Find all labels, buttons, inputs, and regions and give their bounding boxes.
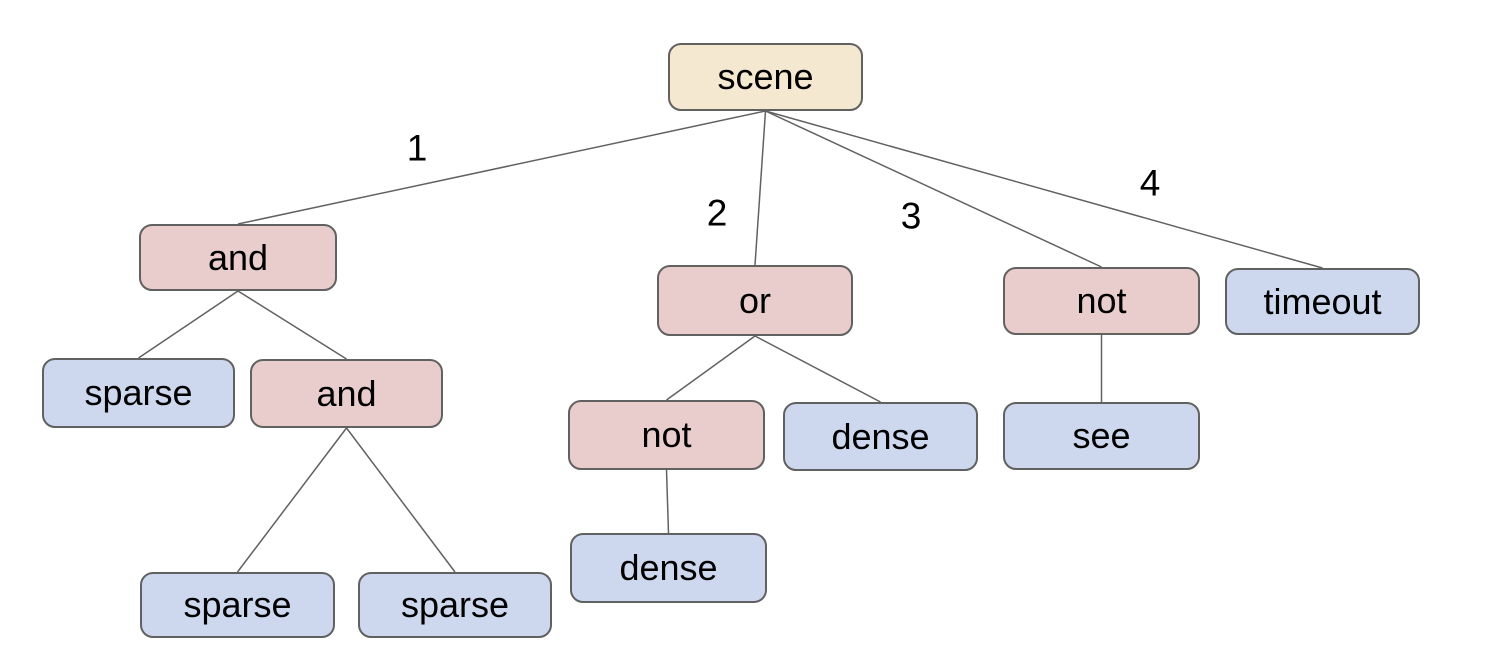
node-scene: scene [668,43,863,111]
node-sparse-3: sparse [358,572,552,638]
node-label: timeout [1263,280,1382,322]
node-label: and [207,236,269,278]
edge-scene-to-or-1 [754,110,767,266]
edge-or-1-to-not-2 [666,335,756,401]
node-label: sparse [400,584,510,625]
edge-or-1-to-dense-1 [754,335,881,403]
node-label: not [641,414,692,455]
node-label: scene [717,56,814,97]
node-label: see [1072,415,1131,456]
node-dense-2: dense [570,533,767,603]
edge-scene-to-timeout-1 [765,110,1323,269]
node-label: and [316,372,377,414]
node-sparse-1: sparse [42,358,235,428]
edge-and-2-to-sparse-3 [345,427,456,573]
edge-and-1-to-sparse-1 [138,290,239,359]
node-or-1: or [657,265,853,336]
node-sparse-2: sparse [140,572,335,638]
node-and-1: and [139,224,337,291]
node-not-1: not [1003,267,1200,335]
node-dense-1: dense [783,402,978,471]
edge-label-2: 2 [706,192,728,234]
edge-not-2-to-dense-2 [665,469,670,534]
edge-and-1-to-and-2 [237,290,347,360]
edge-and-2-to-sparse-2 [236,427,348,573]
edge-scene-to-and-1 [237,110,766,225]
node-label: sparse [84,372,193,413]
edge-label-4: 4 [1139,162,1161,204]
node-label: sparse [183,584,292,625]
node-label: or [738,279,771,321]
edge-label-3: 3 [900,195,922,237]
edge-scene-to-not-1 [765,110,1102,268]
edge-label-1: 1 [406,127,428,169]
node-timeout-1: timeout [1225,268,1420,335]
node-label: dense [831,415,930,457]
node-label: dense [619,547,718,588]
node-not-2: not [568,400,765,470]
node-label: not [1076,280,1127,321]
node-see-1: see [1003,402,1200,470]
node-and-2: and [250,359,443,428]
